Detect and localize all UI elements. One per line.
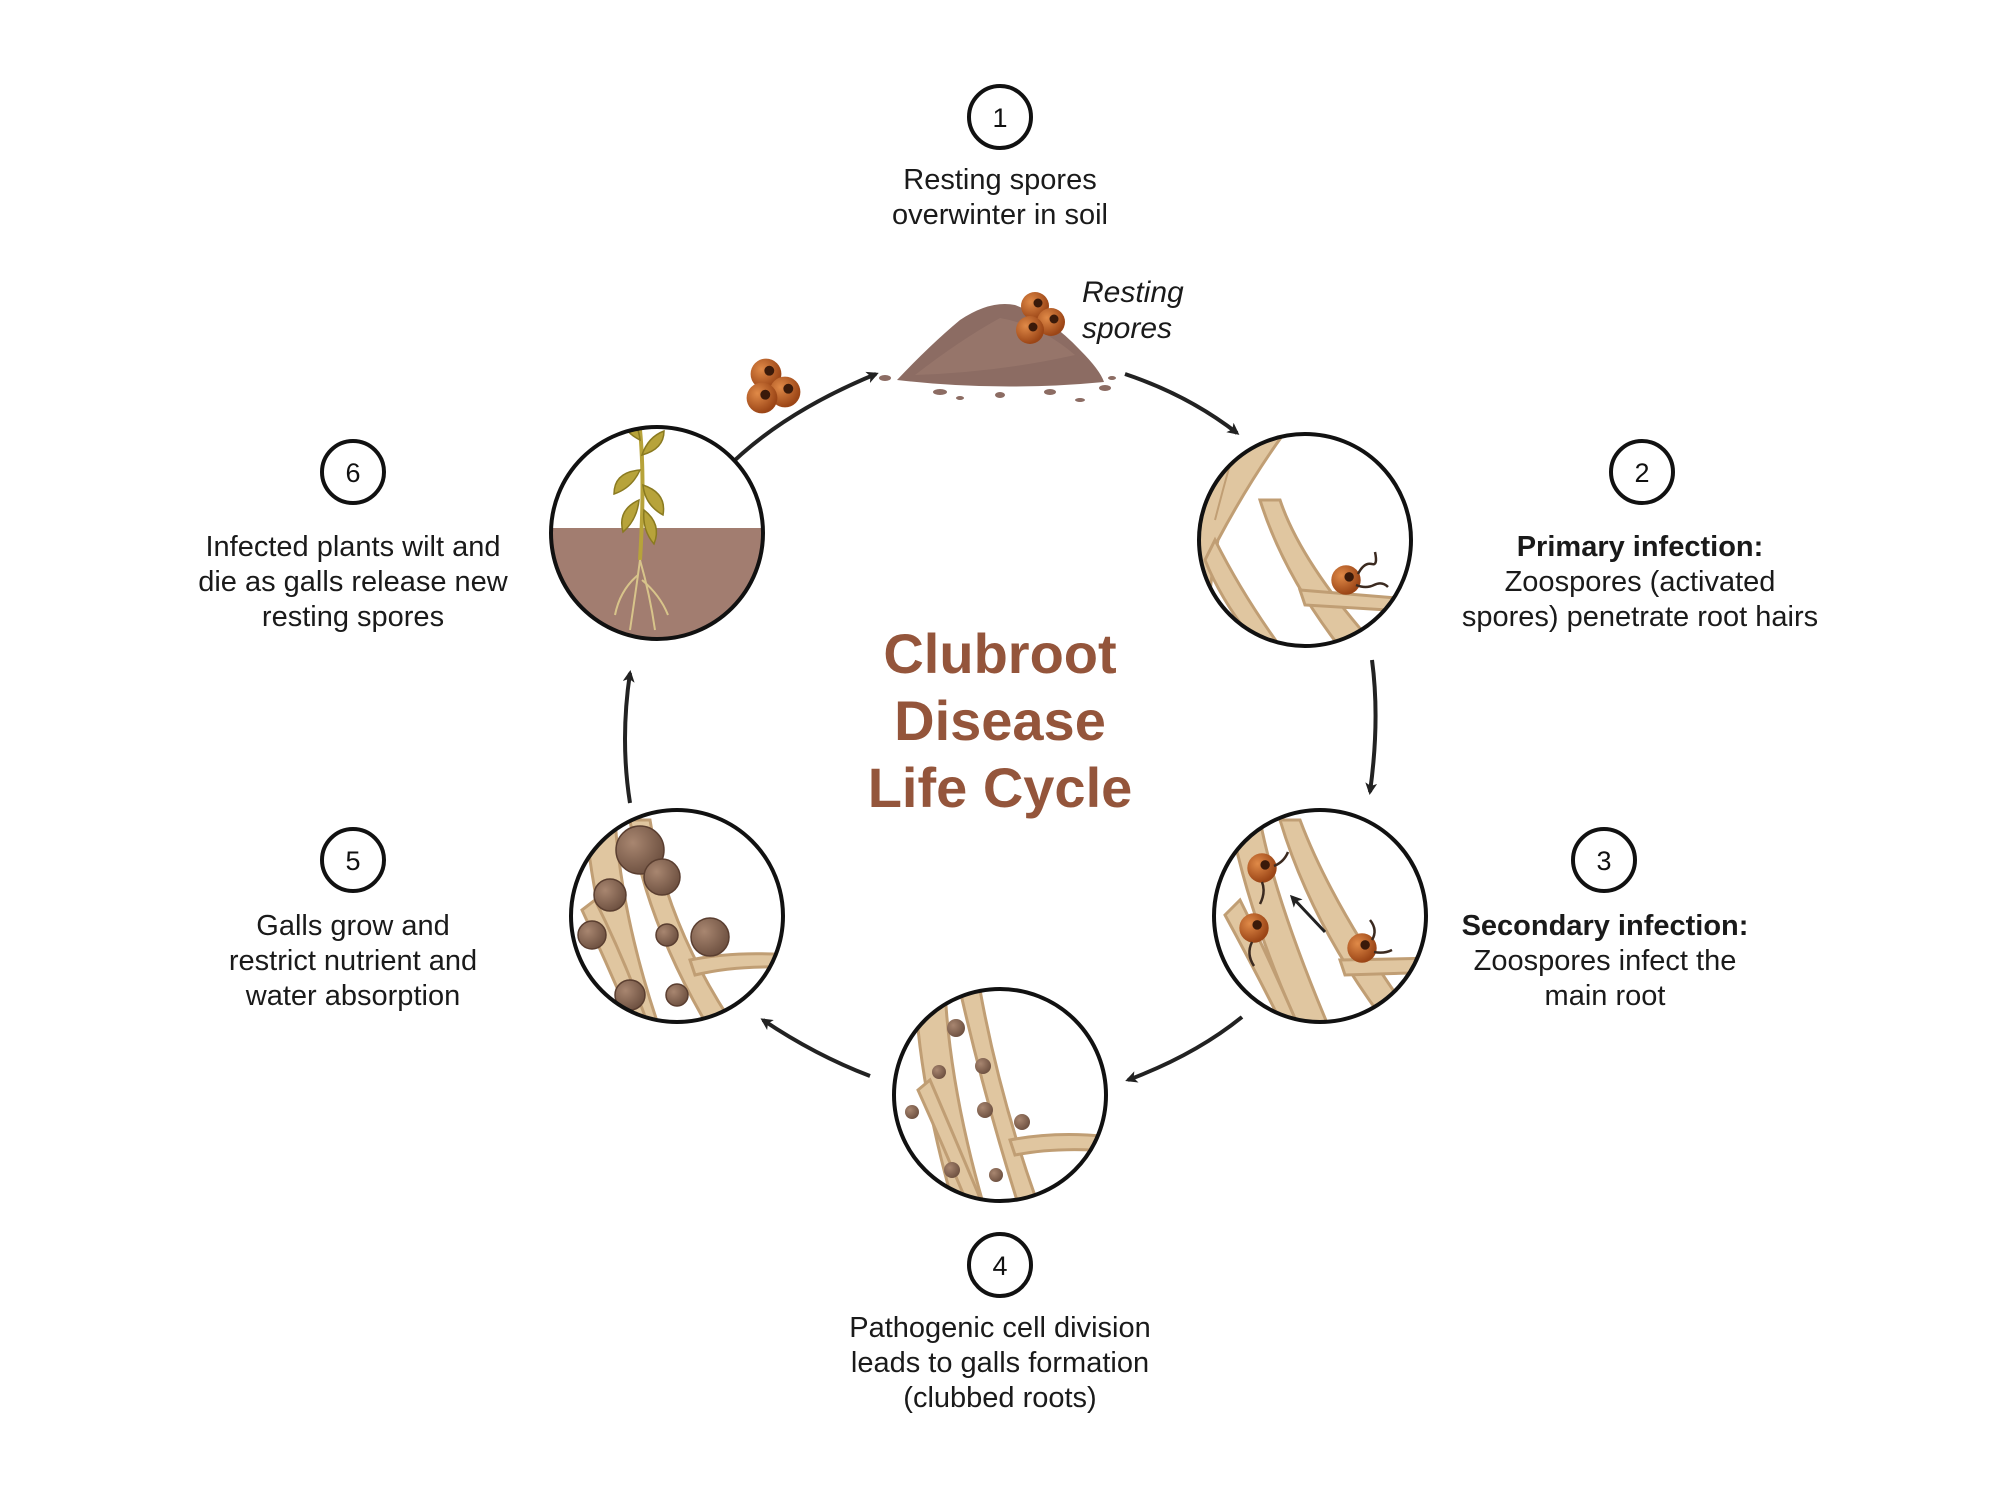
- step-2-badge: [1609, 439, 1675, 505]
- arrow-5-to-6: [622, 670, 635, 804]
- step-2-line-2: spores) penetrate root hairs: [1461, 601, 1819, 633]
- step-6-label: Infected plants wilt and die as galls re…: [153, 530, 553, 635]
- step-4-line-2: leads to galls formation: [850, 1347, 1150, 1379]
- title-line-3: Life Cycle: [867, 756, 1133, 819]
- step-5-line-1: Galls grow and: [256, 910, 450, 942]
- step-1-badge: [967, 84, 1033, 150]
- step-3-line-2: main root: [1544, 980, 1666, 1012]
- soil-mound-illustration: [879, 292, 1116, 402]
- step-1-label: Resting spores overwinter in soil: [800, 163, 1200, 233]
- step-2-heading: Primary infection:: [1516, 531, 1764, 563]
- step-5-badge: [320, 827, 386, 893]
- step-5-line-3: water absorption: [245, 980, 461, 1012]
- step-3-label: Secondary infection: Zoospores infect th…: [1400, 909, 1810, 1014]
- step-6-line-3: resting spores: [261, 601, 445, 633]
- step-3-number: 3: [1596, 846, 1611, 876]
- step-6-number: 6: [345, 458, 360, 488]
- step-3-line-1: Zoospores infect the: [1473, 945, 1737, 977]
- step-5-label: Galls grow and restrict nutrient and wat…: [153, 909, 553, 1014]
- step-4-badge: [967, 1232, 1033, 1298]
- step-1-line-2: overwinter in soil: [892, 199, 1108, 231]
- step-number-badges: [320, 84, 1675, 1298]
- step-4-label: Pathogenic cell division leads to galls …: [780, 1311, 1220, 1416]
- arrow-2-to-3: [1365, 659, 1378, 795]
- step-2-line-1: Zoospores (activated: [1504, 566, 1776, 598]
- step-6-line-2: die as galls release new: [198, 566, 508, 598]
- title-line-2: Disease: [894, 689, 1106, 752]
- arrow-3-to-4: [1125, 1015, 1244, 1083]
- step-4-line-1: Pathogenic cell division: [849, 1312, 1151, 1344]
- step-2-label: Primary infection: Zoospores (activated …: [1400, 530, 1880, 635]
- step-4-illustration: [892, 987, 1108, 1203]
- resting-spores-caption-line-1: Resting: [1082, 276, 1184, 309]
- step-5-line-2: restrict nutrient and: [228, 945, 478, 977]
- arrow-4-to-5: [760, 1018, 871, 1078]
- resting-spore: [1016, 316, 1044, 344]
- step-3-badge: [1571, 827, 1637, 893]
- step-5-illustration: [569, 808, 785, 1024]
- step-1-line-1: Resting spores: [903, 164, 1097, 196]
- resting-spores-caption: Resting spores: [1082, 275, 1184, 347]
- step-4-line-3: (clubbed roots): [903, 1382, 1097, 1414]
- arrow-1-to-2: [1124, 372, 1240, 435]
- step-5-number: 5: [345, 846, 360, 876]
- diagram-title: Clubroot Disease Life Cycle: [760, 620, 1240, 821]
- step-4-number: 4: [992, 1251, 1007, 1281]
- title-line-1: Clubroot: [883, 622, 1117, 685]
- resting-spores-caption-line-2: spores: [1082, 312, 1173, 345]
- step-2-number: 2: [1634, 458, 1649, 488]
- step-6-illustration: [549, 425, 765, 641]
- step-6-line-1: Infected plants wilt and: [205, 531, 501, 563]
- step-3-heading: Secondary infection:: [1461, 910, 1749, 942]
- step-3-illustration: [1212, 808, 1428, 1024]
- step-1-number: 1: [992, 103, 1007, 133]
- released-spores: [746, 358, 801, 414]
- step-6-badge: [320, 439, 386, 505]
